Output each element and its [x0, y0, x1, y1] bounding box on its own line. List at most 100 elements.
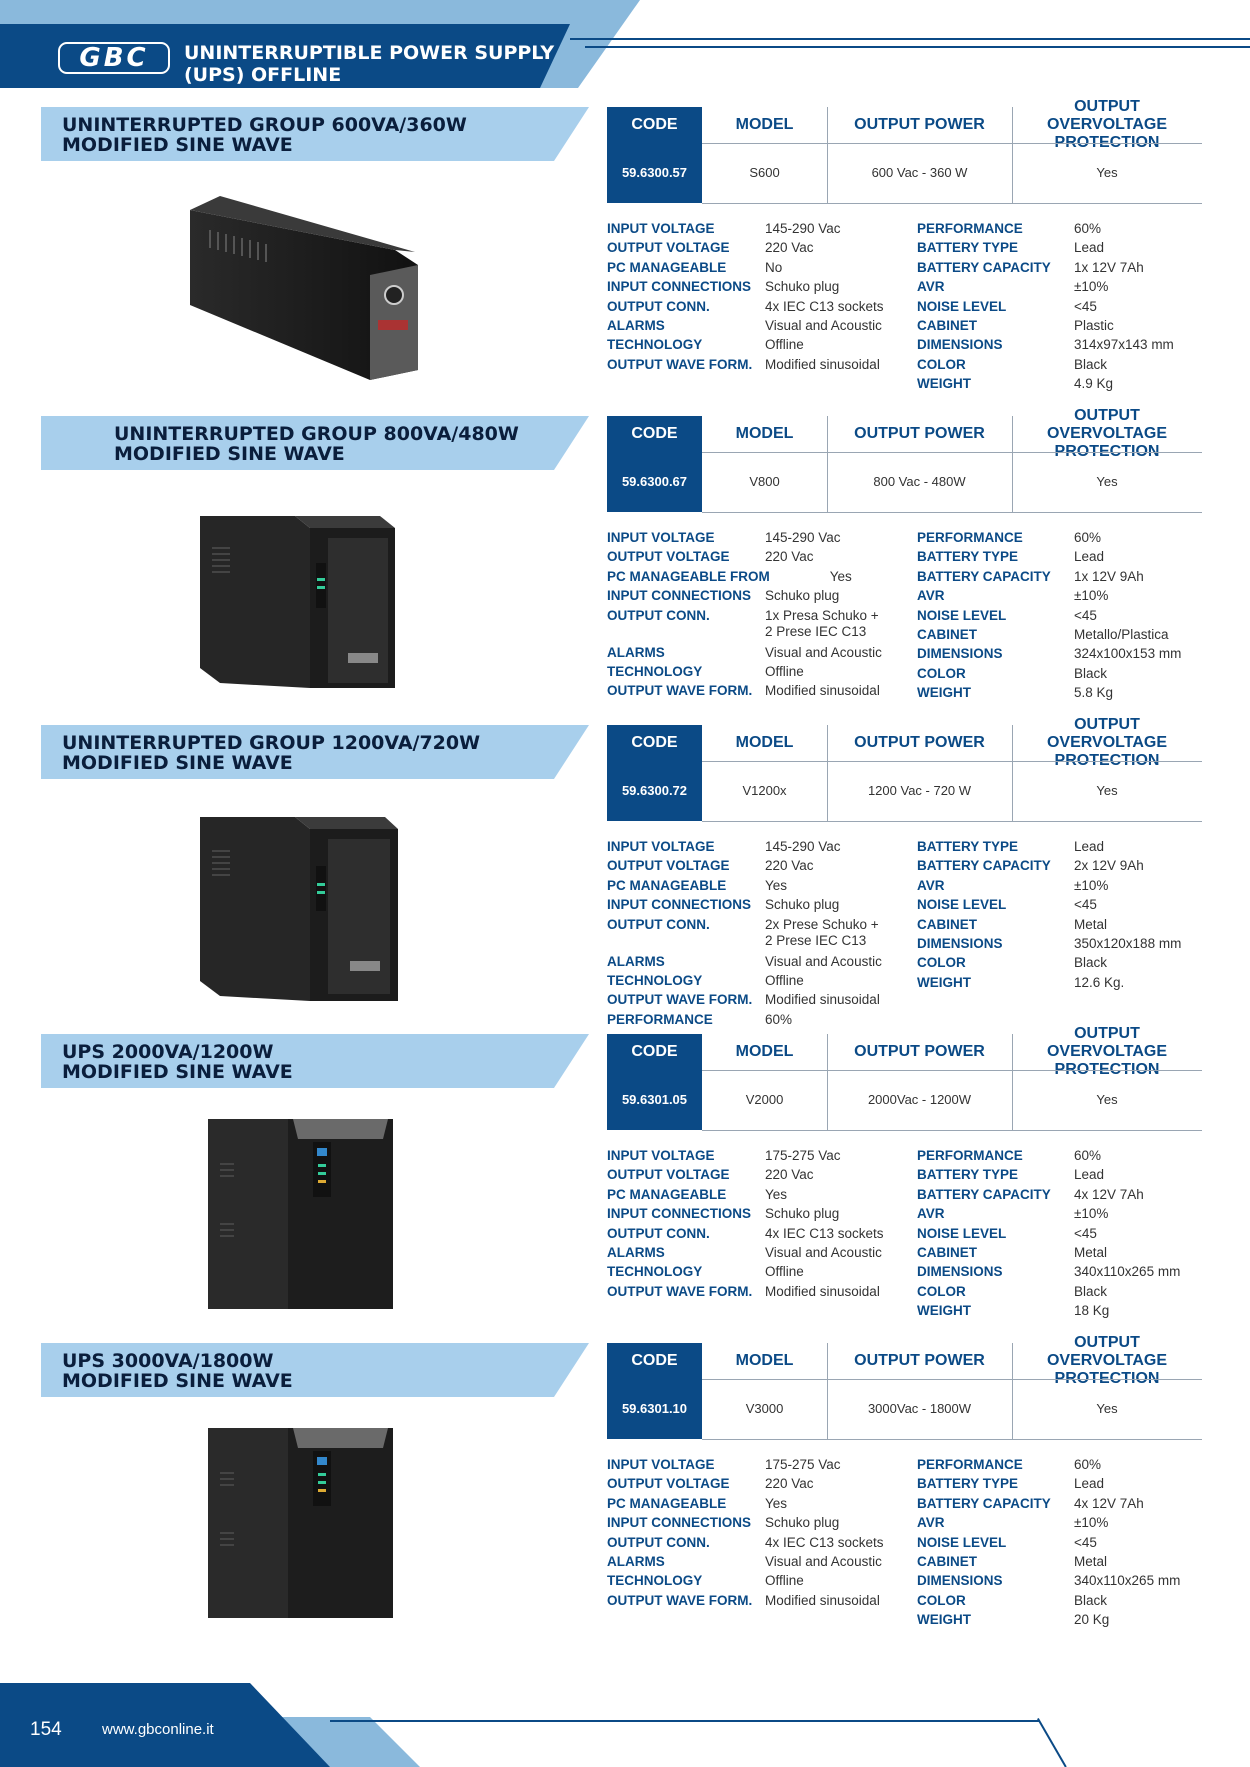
spec-value: 1x 12V 7Ah	[1074, 259, 1144, 275]
spec-label: BATTERY TYPE	[917, 1167, 1019, 1183]
table-column-divider	[1012, 1034, 1013, 1130]
footer-rule-diagonal	[1037, 1718, 1067, 1767]
spec-label: CABINET	[917, 1245, 977, 1261]
spec-label: OUTPUT WAVE FORM.	[607, 356, 753, 372]
website-link[interactable]: www.gbconline.it	[102, 1721, 214, 1738]
product-title-line2: MODIFIED SINE WAVE	[62, 752, 293, 774]
spec-label: BATTERY CAPACITY	[917, 1495, 1051, 1511]
table-column-divider	[827, 107, 828, 203]
product-title-line1: UPS 2000VA/1200W	[62, 1041, 274, 1063]
spec-value: <45	[1074, 1225, 1097, 1241]
spec-label: OUTPUT CONN.	[607, 1534, 710, 1550]
code-header: CODE	[607, 725, 702, 761]
spec-label: OUTPUT CONN.	[607, 1225, 710, 1241]
table-column-divider	[1012, 107, 1013, 203]
spec-label: PC MANAGEABLE	[607, 1186, 727, 1202]
spec-label: COLOR	[917, 1283, 966, 1299]
spec-label: PC MANAGEABLE FROM	[607, 568, 770, 584]
spec-value: 220 Vac	[765, 858, 814, 874]
spec-label: BATTERY CAPACITY	[917, 1186, 1051, 1202]
spec-value: Visual and Acoustic	[765, 1554, 882, 1570]
spec-value: ±10%	[1074, 1206, 1109, 1222]
spec-value: Offline	[765, 664, 804, 680]
code-value: 59.6300.72	[607, 761, 702, 821]
spec-label: INPUT VOLTAGE	[607, 530, 715, 545]
spec-row-continued: 2 Prese IEC C13	[607, 933, 882, 949]
ups-product-image	[200, 508, 405, 698]
protection-value: Yes	[1096, 1401, 1118, 1416]
output-power-header: OUTPUT POWER	[854, 1352, 985, 1369]
spec-label: BATTERY TYPE	[917, 1476, 1019, 1492]
spec-label: OUTPUT WAVE FORM.	[607, 683, 753, 699]
spec-label: AVR	[917, 279, 945, 295]
model-header: MODEL	[735, 425, 794, 442]
protection-header: OUTPUT OVERVOLTAGE PROTECTION	[1046, 98, 1167, 151]
spec-label: OUTPUT VOLTAGE	[607, 240, 730, 256]
ups-product-image	[208, 1423, 398, 1623]
spec-value: Metallo/Plastica	[1074, 627, 1169, 643]
spec-label: BATTERY TYPE	[917, 839, 1019, 854]
protection-header: OUTPUT OVERVOLTAGE PROTECTION	[1046, 407, 1167, 460]
spec-value: 2x Prese Schuko +	[765, 916, 879, 932]
spec-label: CABINET	[917, 627, 977, 643]
spec-value: 145-290 Vac	[765, 839, 841, 854]
spec-label: BATTERY CAPACITY	[917, 568, 1051, 584]
table-divider	[702, 143, 1202, 144]
spec-value: 2x 12V 9Ah	[1074, 858, 1144, 874]
spec-value: Metal	[1074, 1245, 1108, 1261]
spec-row: CABINET Metal	[917, 1243, 1180, 1262]
spec-label: WEIGHT	[917, 376, 971, 392]
table-divider	[702, 1070, 1202, 1071]
spec-label: AVR	[917, 877, 945, 893]
spec-value: Plastic	[1074, 318, 1114, 334]
output-power-header: OUTPUT POWER	[854, 116, 985, 133]
model-header: MODEL	[735, 1043, 794, 1060]
spec-value: Black	[1074, 665, 1108, 681]
protection-header: OUTPUT OVERVOLTAGE PROTECTION	[1046, 716, 1167, 769]
spec-row: NOISE LEVEL<45	[917, 297, 1174, 316]
spec-value: 1x 12V 9Ah	[1074, 568, 1144, 584]
code-header: CODE	[607, 1034, 702, 1070]
spec-label: TECHNOLOGY	[607, 973, 703, 989]
spec-value: 4x IEC C13 sockets	[765, 1225, 884, 1241]
spec-row: NOISE LEVEL<45	[917, 1533, 1180, 1552]
spec-row-continued: 2 Prese IEC C13	[607, 624, 882, 640]
product-section: UNINTERRUPTED GROUP 1200VA/720W MODIFIED…	[0, 716, 1250, 1027]
model-header: MODEL	[735, 734, 794, 751]
spec-value: Offline	[765, 973, 804, 989]
product-title-banner	[41, 107, 589, 161]
product-section: UNINTERRUPTED GROUP 600VA/360W MODIFIED …	[0, 98, 1250, 407]
spec-label: PC MANAGEABLE	[607, 259, 727, 275]
code-header: CODE	[607, 416, 702, 452]
spec-value: Black	[1074, 1592, 1108, 1608]
code-value: 59.6300.67	[607, 452, 702, 512]
spec-label: TECHNOLOGY	[607, 1573, 703, 1589]
spec-label: INPUT VOLTAGE	[607, 221, 715, 236]
spec-value: 324x100x153 mm	[1074, 646, 1182, 662]
spec-value: 340x110x265 mm	[1074, 1573, 1181, 1589]
spec-label: CABINET	[917, 318, 977, 334]
spec-value: 60%	[1074, 221, 1102, 236]
spec-label: WEIGHT	[917, 1612, 971, 1628]
header-band	[0, 24, 570, 88]
